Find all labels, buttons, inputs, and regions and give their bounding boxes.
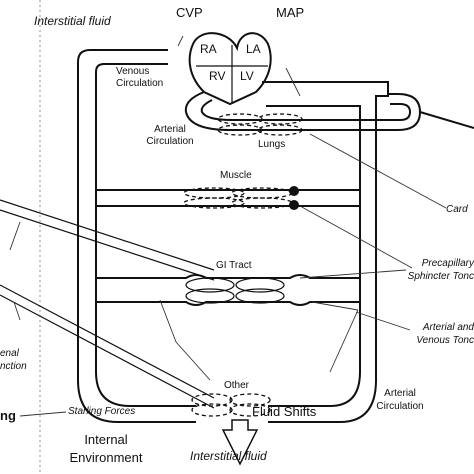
- ra-label: RA: [200, 42, 217, 56]
- rv-label: RV: [209, 69, 225, 83]
- interstitial-bottom-label: Interstitial fluid: [190, 449, 267, 463]
- left-edge-fragment: ng: [0, 408, 16, 423]
- pulmonary-exit: [419, 111, 474, 129]
- sphincter-dot-bottom: [289, 200, 299, 210]
- muscle-label: Muscle: [220, 170, 252, 181]
- arterial-inner-tube: [266, 105, 361, 407]
- gi-line-top: [96, 274, 360, 279]
- starling-forces-label: Starling Forces: [68, 406, 135, 417]
- cvp-label: CVP: [176, 5, 203, 20]
- interstitial-top-label: Interstitial fluid: [34, 14, 111, 28]
- other-label: Other: [224, 380, 250, 391]
- card-label: Card: [446, 204, 468, 215]
- gi-tract-label: GI Tract: [216, 260, 252, 271]
- pulmonary-loop-inner: [200, 99, 412, 121]
- la-label: LA: [246, 42, 261, 56]
- annotation-pointers: [9, 35, 447, 417]
- lv-label: LV: [240, 69, 254, 83]
- sphincter-dot-top: [289, 186, 299, 196]
- lungs-label: Lungs: [258, 139, 285, 150]
- gi-capillary-bed: [185, 277, 285, 304]
- venous-outer-tube: [77, 49, 196, 423]
- fluid-shifts-label: Fluid Shifts: [252, 404, 317, 419]
- heart: [188, 32, 272, 106]
- other-capillary-bed: [191, 393, 271, 417]
- venous-inner-tube: [95, 63, 196, 407]
- left-input-tubes: [0, 199, 215, 409]
- lungs-capillary-bed: [217, 113, 303, 136]
- pulmonary-loop-outer: [184, 91, 422, 131]
- arterial-outer-tube: [262, 81, 389, 423]
- map-label: MAP: [276, 5, 304, 20]
- fluid-shift-arrow: [221, 419, 259, 466]
